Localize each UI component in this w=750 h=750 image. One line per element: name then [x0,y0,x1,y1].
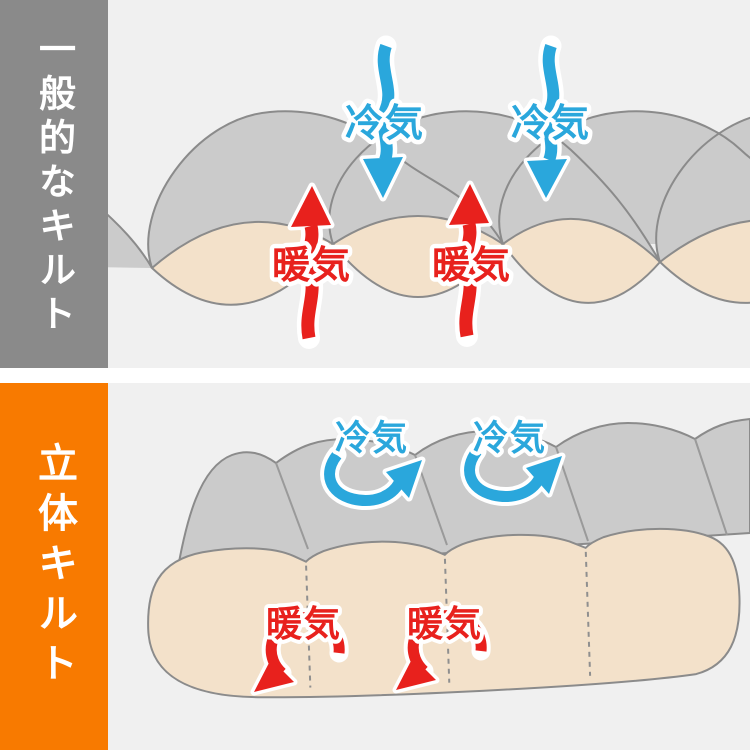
ordinary-quilt-illustration: 冷気 冷気 暖気 暖気 [0,35,750,349]
3d-quilt-illustration: 冷気 冷気 暖気 暖気 [147,415,750,699]
section-divider [0,368,750,383]
warm-air-label-2: 暖気 [432,243,512,287]
cold-air-label-2: 冷気 [511,101,591,145]
warm-air-stay-arrow-1 [250,608,349,696]
cold-air-down-arrow-2 [523,35,571,202]
ordinary-quilt-diagram: 冷気 冷気 暖気 暖気 [0,0,750,368]
cold-air-label-1: 冷気 [335,419,409,459]
cold-air-label-1: 冷気 [345,101,425,145]
warm-air-label-1: 暖気 [266,604,342,645]
section-3d-quilt: 冷気 冷気 暖気 暖気 立体キルト [0,383,750,750]
3d-quilt-title: 立体キルト [31,441,77,692]
3d-quilt-diagram: 冷気 冷気 暖気 暖気 [0,383,750,750]
warm-air-label-1: 暖気 [272,243,352,287]
cold-air-down-arrow-1 [359,35,407,202]
warm-air-stay-arrow-2 [392,606,491,694]
cold-air-label-2: 冷気 [473,419,547,459]
warm-air-up-arrow-2 [445,180,493,347]
sidebar-ordinary-quilt: 一般的なキルト [0,0,108,368]
warm-air-label-2: 暖気 [407,604,483,645]
cold-air-deflect-arrow-1 [320,445,426,510]
section-ordinary-quilt: 冷気 冷気 暖気 暖気 一般的なキルト [0,0,750,368]
sidebar-3d-quilt: 立体キルト [0,383,108,750]
warm-air-up-arrow-1 [287,182,335,349]
cold-air-deflect-arrow-2 [460,441,566,506]
ordinary-quilt-title: 一般的なキルト [32,30,76,338]
